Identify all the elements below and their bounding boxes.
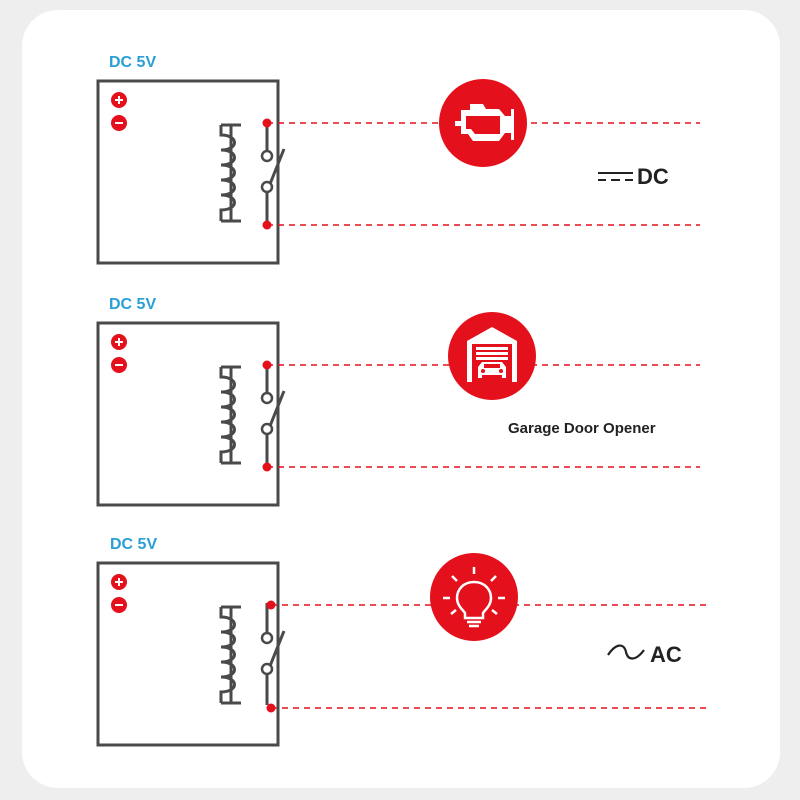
load-label-garage: Garage Door Opener [508, 420, 656, 437]
load-label-dc: DC [637, 164, 669, 189]
terminal-dot [262, 462, 272, 472]
diagram-card [22, 10, 780, 788]
load-label-ac: AC [650, 642, 682, 667]
terminal-dot [266, 600, 276, 610]
supply-label-1: DC 5V [109, 54, 157, 71]
supply-label-3: DC 5V [110, 536, 158, 553]
relay-module-1 [96, 79, 700, 265]
relay-module-2 [96, 312, 700, 507]
terminal-dot [262, 360, 272, 370]
ac-symbol-icon [607, 644, 645, 660]
dc-symbol-icon [598, 172, 633, 181]
garage-icon [448, 312, 536, 400]
supply-label-2: DC 5V [109, 296, 157, 313]
relay-module-3 [96, 553, 710, 747]
terminal-dot [262, 220, 272, 230]
bulb-icon [430, 553, 518, 641]
engine-icon [439, 79, 527, 167]
terminal-dot [262, 118, 272, 128]
terminal-dot [266, 703, 276, 713]
